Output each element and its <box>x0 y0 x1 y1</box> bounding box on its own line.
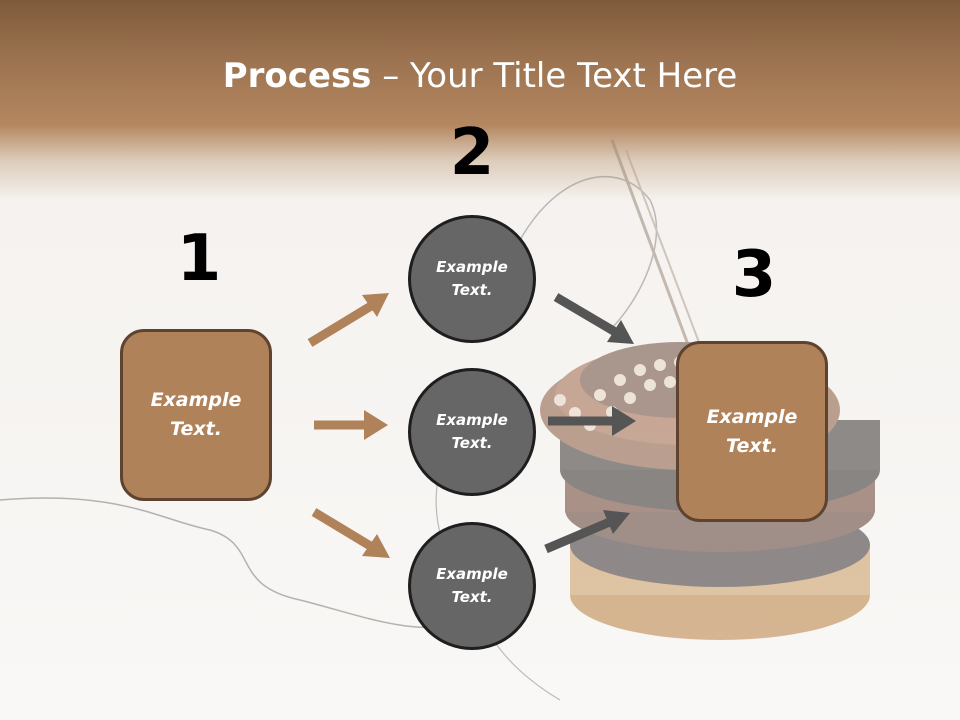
step-number-1: 1 <box>176 222 222 296</box>
step-1-box[interactable]: Example Text. <box>120 329 272 501</box>
arrow-1-to-bottom <box>311 508 390 558</box>
step-number-2: 2 <box>449 116 495 190</box>
step-3-box[interactable]: Example Text. <box>676 341 828 522</box>
circle-middle-text: Example Text. <box>436 411 508 452</box>
arrow-1-to-top <box>307 293 389 347</box>
arrow-1-to-middle <box>314 410 388 440</box>
step-number-3: 3 <box>731 238 777 312</box>
arrow-top-to-3 <box>553 293 634 344</box>
slide-title: Process – Your Title Text Here <box>0 54 960 98</box>
step-3-text: Example Text. <box>706 405 798 457</box>
step-1-text: Example Text. <box>150 389 242 440</box>
circle-top-text: Example Text. <box>436 258 508 299</box>
step-2-circle-bottom[interactable]: Example Text. <box>408 522 536 650</box>
step-2-circle-middle[interactable]: Example Text. <box>408 368 536 496</box>
circle-bottom-text: Example Text. <box>436 565 508 606</box>
arrow-bottom-to-3 <box>544 510 630 554</box>
title-rest: – Your Title Text Here <box>371 56 738 96</box>
title-bold: Process <box>222 56 372 96</box>
arrow-middle-to-3 <box>548 406 636 436</box>
step-2-circle-top[interactable]: Example Text. <box>408 215 536 343</box>
